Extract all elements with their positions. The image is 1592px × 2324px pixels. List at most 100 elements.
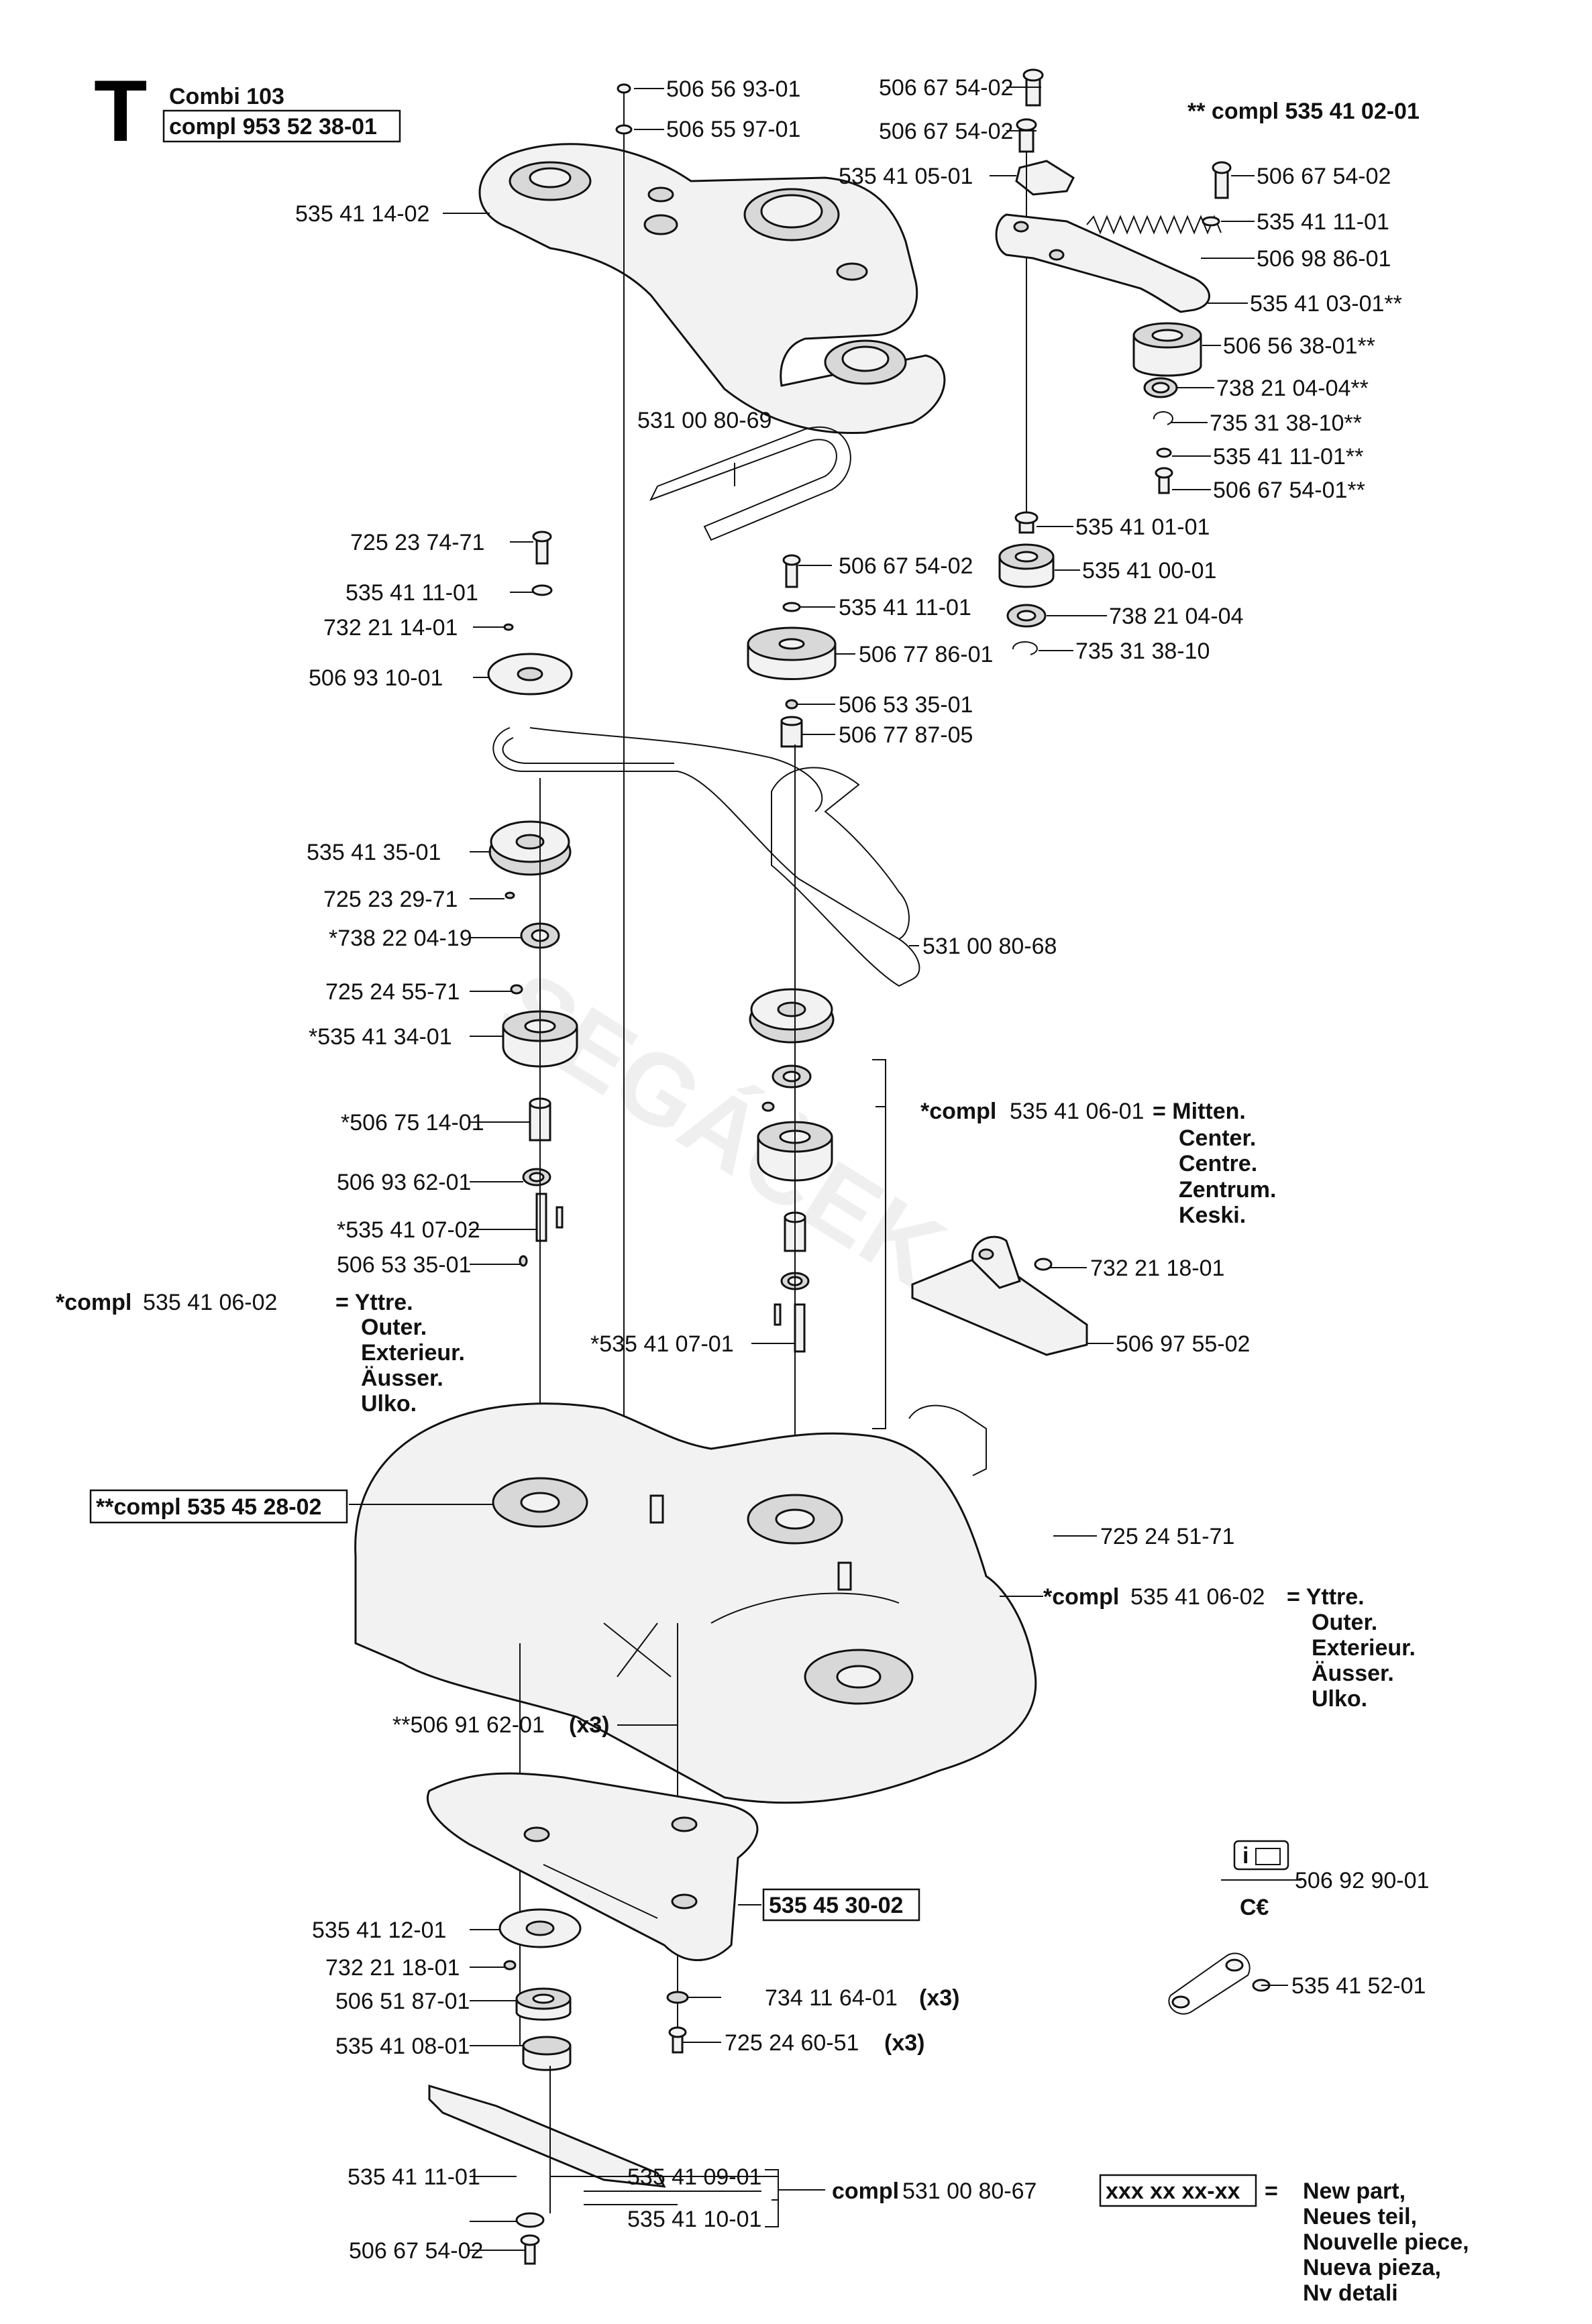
part-label: 506 67 54-02	[879, 119, 1013, 144]
compl-star2: ** compl 535 41 02-01	[1187, 99, 1420, 124]
part-label: 531 00 80-69	[637, 408, 772, 433]
part-label: 535 41 52-01	[1291, 1973, 1426, 1999]
outer-name-fi: Ulko.	[361, 1391, 417, 1417]
compl-outer-prefix: *compl	[56, 1290, 131, 1315]
belt-kit-icon	[1168, 1952, 1271, 2015]
part-label: 725 24 51-71	[1100, 1524, 1234, 1549]
part-label: 535 41 11-01**	[1213, 444, 1363, 469]
part-label: 535 41 10-01	[627, 2207, 761, 2232]
part-label: 506 67 54-02	[349, 2238, 483, 2264]
part-label: 506 55 97-01	[666, 117, 800, 142]
legend-symbol: xxx xx xx-xx	[1106, 2178, 1240, 2204]
qty-label: (x3)	[884, 2030, 924, 2056]
center-pulley	[749, 988, 835, 1353]
right-pulley-stack	[1132, 161, 1232, 494]
compl-blade-number: 531 00 80-67	[902, 2178, 1037, 2204]
part-label: 531 00 80-68	[922, 934, 1057, 959]
part-label: 535 41 35-01	[307, 840, 441, 865]
compl-main-box	[162, 109, 401, 143]
left-lower-parts	[502, 891, 578, 1267]
part-label: 732 21 18-01	[325, 1955, 460, 1981]
legend-line: Nueva pieza,	[1303, 2255, 1441, 2280]
deck-bracket	[911, 1235, 1088, 1356]
part-label: 725 23 74-71	[350, 530, 484, 555]
bolt-washer	[666, 1991, 689, 2054]
part-label: *535 41 07-01	[590, 1331, 734, 1357]
outer-name-fr: Exterieur.	[1312, 1635, 1416, 1661]
part-label: 738 21 04-04**	[1216, 376, 1369, 401]
part-label: 506 93 10-01	[309, 665, 443, 691]
outer-name-sv: = Yttre.	[335, 1290, 413, 1315]
part-label: 506 97 55-02	[1116, 1331, 1250, 1357]
center-name-fr: Centre.	[1179, 1151, 1257, 1176]
left-pulley	[488, 820, 572, 876]
part-label-boxed: 535 45 30-02	[769, 1893, 903, 1918]
qty-label: (x3)	[569, 1712, 609, 1738]
center-name-de: Zentrum.	[1179, 1177, 1276, 1203]
part-label: 535 41 11-01	[346, 580, 478, 606]
part-label: 738 21 04-04	[1109, 604, 1243, 629]
outer-name-de: Äusser.	[361, 1366, 443, 1391]
mower-deck	[354, 1402, 1037, 1804]
outer-name-en: Outer.	[1312, 1610, 1377, 1635]
part-label: 506 53 35-01	[337, 1252, 471, 1278]
legend-line: New part,	[1303, 2178, 1405, 2204]
qty-label: (x3)	[919, 1985, 959, 2011]
part-label: *738 22 04-19	[329, 926, 472, 951]
part-label: 535 41 00-01	[1082, 558, 1216, 584]
compl-center-prefix: *compl	[920, 1099, 996, 1124]
part-label: 535 41 03-01**	[1250, 291, 1402, 317]
center-name-en: Center.	[1179, 1125, 1256, 1151]
legend-symbol-box	[1099, 2174, 1257, 2207]
part-label: 506 53 35-01	[839, 692, 973, 718]
left-pulley-stack	[487, 531, 573, 696]
part-label: 506 67 54-01**	[1213, 478, 1365, 503]
outer-name-de: Äusser.	[1312, 1661, 1394, 1686]
outer-name-sv: = Yttre.	[1287, 1584, 1365, 1610]
compl-deck: **compl 535 45 28-02	[96, 1494, 321, 1520]
spring-lever	[995, 213, 1222, 313]
legend-line: Neues teil,	[1303, 2204, 1417, 2229]
outer-name-en: Outer.	[361, 1315, 427, 1340]
compl-center-number: 535 41 06-01	[1010, 1099, 1144, 1124]
compl-outer-number: 535 41 06-02	[1130, 1584, 1265, 1610]
section-letter: T	[94, 62, 147, 160]
part-label: 506 77 87-05	[839, 722, 973, 748]
part-label: *506 75 14-01	[341, 1110, 484, 1136]
part-label: 506 98 86-01	[1257, 246, 1391, 272]
compl-deck-box	[89, 1489, 348, 1524]
part-label: 535 41 11-01	[1257, 209, 1389, 235]
svg-text:i: i	[1242, 1843, 1249, 1869]
part-label: 735 31 38-10	[1075, 639, 1210, 664]
svg-text:SEGÁČEK: SEGÁČEK	[481, 949, 963, 1309]
part-label: 506 92 90-01	[1295, 1868, 1429, 1893]
part-label: 535 41 09-01	[627, 2164, 761, 2190]
part-label: 506 51 87-01	[335, 1989, 470, 2014]
blade-mount-stack	[428, 1908, 666, 2265]
part-label: 725 24 60-51	[725, 2030, 859, 2056]
part-label: 735 31 38-10**	[1210, 410, 1362, 436]
compl-blade-prefix: compl	[832, 2178, 899, 2204]
part-label: 535 41 05-01	[839, 164, 973, 189]
part-label: *535 41 34-01	[309, 1024, 452, 1050]
legend-line: Nv detali	[1303, 2280, 1398, 2306]
outer-name-fr: Exterieur.	[361, 1340, 465, 1366]
part-label: *535 41 07-02	[337, 1217, 480, 1243]
outer-name-fi: Ulko.	[1312, 1686, 1367, 1712]
part-label: 734 11 64-01	[765, 1985, 898, 2011]
v-belt-small	[649, 426, 851, 541]
legend-equals: =	[1265, 2178, 1278, 2204]
tension-bracket	[1015, 68, 1075, 523]
ce-mark: C€	[1240, 1895, 1269, 1920]
manual-icon: i	[1221, 1840, 1302, 1881]
part-label: 535 41 11-01	[839, 595, 971, 620]
drive-belt	[492, 727, 920, 987]
compl-main: compl 953 52 38-01	[169, 114, 377, 140]
idler-pulley-center	[998, 511, 1055, 655]
part-label: 535 41 14-02	[295, 201, 429, 227]
part-label: 535 41 12-01	[312, 1918, 446, 1943]
leader-lines	[349, 87, 1291, 2251]
part-label: 506 67 54-02	[879, 75, 1013, 101]
part-label: 535 41 08-01	[335, 2034, 470, 2059]
